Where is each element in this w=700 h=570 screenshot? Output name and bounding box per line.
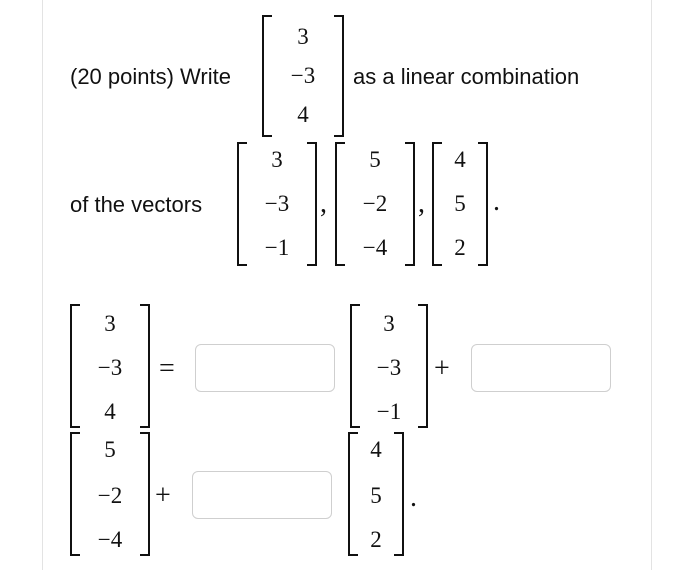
vector-entry: 4 xyxy=(297,102,309,127)
vector-entry: 5 xyxy=(454,191,466,216)
vector-entry: −1 xyxy=(376,399,402,424)
basis-vector-3: 4 5 2 xyxy=(348,432,404,556)
vector-entry: 2 xyxy=(454,235,466,260)
vector-entry: 5 xyxy=(104,437,116,462)
vector-entry: −3 xyxy=(97,355,123,380)
basis-vector-2: 5 −2 −4 xyxy=(335,142,415,266)
vector-entry: −3 xyxy=(376,355,402,380)
equals-sign: = xyxy=(159,353,175,384)
period: . xyxy=(493,186,500,217)
vector-entry: 4 xyxy=(454,147,466,172)
of-the-vectors-text: of the vectors xyxy=(70,192,203,217)
right-bracket xyxy=(478,142,488,266)
problem-prompt: (20 points) Write xyxy=(70,64,231,89)
left-bracket xyxy=(432,142,442,266)
right-bracket xyxy=(140,304,150,428)
vector-entry: 3 xyxy=(104,311,116,336)
vector-entry: −2 xyxy=(362,191,388,216)
right-bracket xyxy=(394,432,404,556)
target-vector: 3 −3 4 xyxy=(70,304,150,428)
right-bracket xyxy=(334,15,344,137)
vector-entry: −3 xyxy=(264,191,290,216)
basis-vector-1: 3 −3 −1 xyxy=(350,304,428,428)
basis-vector-3: 4 5 2 xyxy=(432,142,488,266)
vector-entry: 4 xyxy=(104,399,116,424)
coefficient-1-input[interactable] xyxy=(195,344,335,392)
left-bracket xyxy=(350,304,360,428)
vector-entry: 3 xyxy=(297,24,309,49)
right-bracket xyxy=(418,304,428,428)
left-bracket xyxy=(70,304,80,428)
target-vector: 3 −3 4 xyxy=(262,15,344,137)
left-bracket xyxy=(335,142,345,266)
vector-entry: 4 xyxy=(370,437,382,462)
vector-entry: −2 xyxy=(97,483,123,508)
left-bracket xyxy=(262,15,272,137)
vector-entry: −1 xyxy=(264,235,290,260)
left-bracket xyxy=(237,142,247,266)
problem-card xyxy=(42,0,652,570)
vector-entry: −3 xyxy=(290,63,316,88)
vector-entry: 5 xyxy=(369,147,381,172)
vector-entry: 3 xyxy=(383,311,395,336)
coefficient-3-input[interactable] xyxy=(192,471,332,519)
right-bracket xyxy=(307,142,317,266)
comma: , xyxy=(418,188,425,219)
vector-entry: 5 xyxy=(370,483,382,508)
basis-vector-2: 5 −2 −4 xyxy=(70,432,150,556)
right-bracket xyxy=(140,432,150,556)
left-bracket xyxy=(348,432,358,556)
linear-combination-text: as a linear combination xyxy=(353,64,580,89)
coefficient-2-input[interactable] xyxy=(471,344,611,392)
vector-entry: 2 xyxy=(370,527,382,552)
right-bracket xyxy=(405,142,415,266)
vector-entry: 3 xyxy=(271,147,283,172)
period: . xyxy=(410,482,417,513)
left-bracket xyxy=(70,432,80,556)
vector-entry: −4 xyxy=(362,235,388,260)
vector-entry: −4 xyxy=(97,527,123,552)
basis-vector-1: 3 −3 −1 xyxy=(237,142,317,266)
plus-sign: + xyxy=(434,353,450,384)
comma: , xyxy=(320,188,327,219)
plus-sign: + xyxy=(155,480,171,511)
